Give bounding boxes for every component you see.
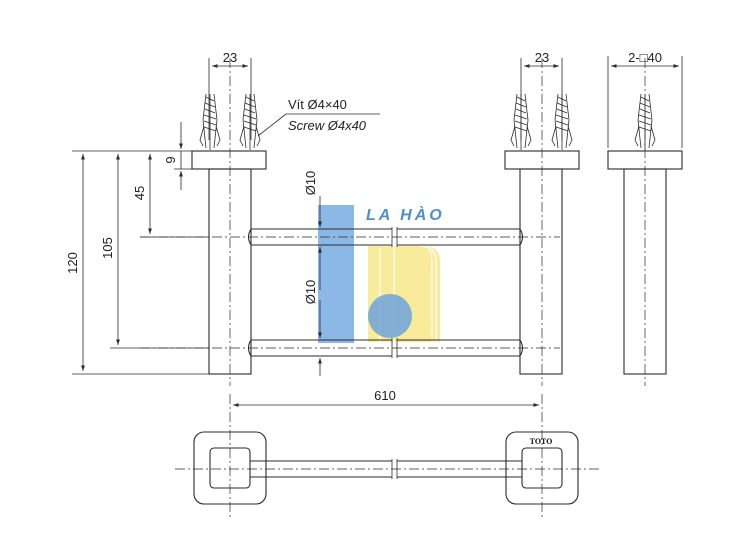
screw-label-en: Screw Ø4x40 <box>288 118 367 133</box>
screw-label-vi: Vít Ø4×40 <box>288 97 347 112</box>
dim-610-label: 610 <box>374 388 396 403</box>
dim-diameter-bottom-label: Ø10 <box>303 280 318 305</box>
brand-label: TOTO <box>530 437 553 446</box>
watermark-logo <box>318 205 440 343</box>
dim-diameter-top-label: Ø10 <box>303 171 318 196</box>
dim-9-label: 9 <box>163 156 178 163</box>
dim-length: 610 <box>229 388 543 520</box>
screw-callout: Vít Ø4×40 Screw Ø4x40 <box>257 97 380 137</box>
dim-23-right-label: 23 <box>535 50 549 65</box>
dim-120-label: 120 <box>65 252 80 274</box>
dim-square: 2-□40 <box>607 50 683 148</box>
dim-45-label: 45 <box>132 186 147 200</box>
dim-vertical-left: 120 105 45 9 <box>65 122 209 375</box>
dim-bar-diameter: Ø10 Ø10 <box>303 171 322 376</box>
dim-square-label: 2-□40 <box>628 50 662 65</box>
side-view <box>607 58 683 386</box>
watermark-text: LA HÀO <box>366 205 445 224</box>
top-view: TOTO <box>175 431 600 505</box>
dim-105-label: 105 <box>100 237 115 259</box>
front-view <box>140 58 580 386</box>
dim-width-right: 23 <box>520 50 563 140</box>
dim-width-left: 23 <box>208 50 252 140</box>
dim-23-left-label: 23 <box>223 50 237 65</box>
